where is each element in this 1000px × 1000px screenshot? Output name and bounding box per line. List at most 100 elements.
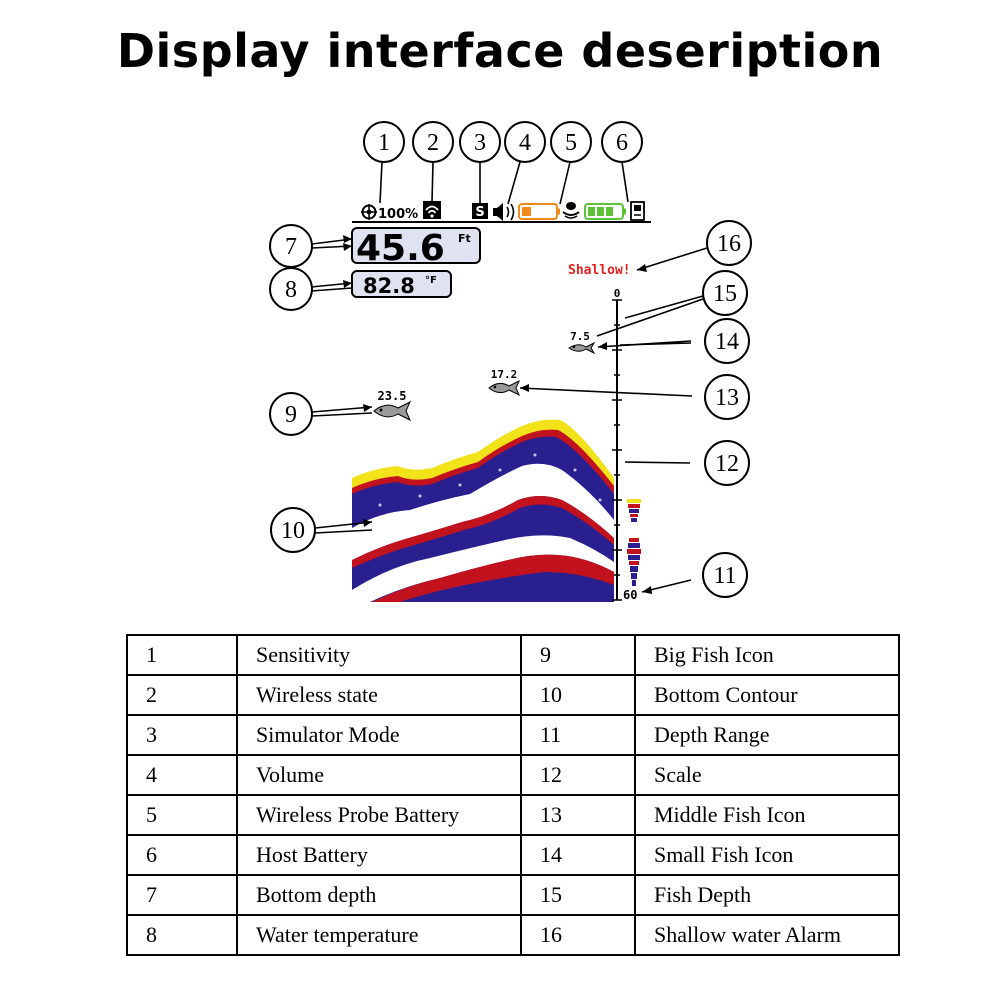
host-battery-icon	[584, 203, 626, 220]
simulator-letter: S	[475, 205, 484, 220]
svg-text:16: 16	[717, 231, 741, 257]
callout-3: 3	[459, 121, 501, 163]
legend-left-label: Wireless state	[236, 674, 522, 716]
legend-left-number: 8	[126, 914, 238, 956]
svg-text:1: 1	[378, 130, 390, 156]
probe-battery-icon	[518, 203, 560, 220]
callout-9: 9	[269, 392, 313, 436]
big-fish-icon: 23.5	[373, 389, 412, 422]
middle-fish-depth: 17.2	[491, 368, 518, 381]
callout-4: 4	[504, 121, 546, 163]
legend-left-number: 2	[126, 674, 238, 716]
svg-text:10: 10	[281, 518, 305, 544]
callout-8: 8	[269, 267, 313, 311]
legend-right-label: Fish Depth	[634, 874, 900, 916]
water-temp-value: 82.8	[363, 274, 415, 298]
shallow-alarm-text: Shallow!	[568, 263, 631, 278]
callout-10: 10	[270, 507, 316, 553]
legend-left-label: Water temperature	[236, 914, 522, 956]
legend-right-label: Middle Fish Icon	[634, 794, 900, 836]
legend-right-label: Big Fish Icon	[634, 634, 900, 676]
status-bar: 100% S	[352, 201, 651, 223]
sensitivity-value: 100%	[378, 207, 418, 222]
legend-left-number: 3	[126, 714, 238, 756]
middle-fish-icon: 17.2	[488, 368, 520, 397]
legend-left-label: Sensitivity	[236, 634, 522, 676]
callout-14: 14	[704, 318, 750, 364]
svg-text:14: 14	[715, 329, 739, 355]
small-fish-depth: 7.5	[570, 330, 590, 343]
legend-right-number: 15	[520, 874, 636, 916]
legend-right-label: Small Fish Icon	[634, 834, 900, 876]
svg-text:4: 4	[519, 130, 531, 156]
svg-text:2: 2	[427, 130, 439, 156]
legend-right-label: Scale	[634, 754, 900, 796]
callout-12: 12	[704, 440, 750, 486]
svg-text:5: 5	[565, 130, 577, 156]
svg-text:6: 6	[616, 130, 628, 156]
flasher-bar	[627, 499, 641, 586]
water-temp-box: 82.8 °F	[351, 270, 452, 298]
legend-right-number: 14	[520, 834, 636, 876]
legend-right-number: 11	[520, 714, 636, 756]
svg-text:12: 12	[715, 451, 739, 477]
legend-left-label: Simulator Mode	[236, 714, 522, 756]
legend-right-number: 9	[520, 634, 636, 676]
legend-left-number: 4	[126, 754, 238, 796]
callout-1: 1	[363, 121, 405, 163]
volume-icon	[493, 203, 515, 221]
depth-unit: Ft	[458, 232, 471, 245]
bottom-depth-value: 45.6	[356, 228, 445, 269]
legend-left-number: 5	[126, 794, 238, 836]
depth-scale: 0 60	[612, 287, 637, 602]
bottom-depth-box: 45.6 Ft	[351, 227, 481, 269]
svg-text:3: 3	[474, 130, 486, 156]
legend-left-label: Volume	[236, 754, 522, 796]
legend-right-number: 12	[520, 754, 636, 796]
wireless-icon	[423, 201, 441, 219]
svg-text:9: 9	[285, 402, 297, 428]
fishfinder-diagram: 100% S	[269, 121, 752, 602]
legend-right-label: Bottom Contour	[634, 674, 900, 716]
callout-circles: 1 2 3 4 5 6 7 8 9 10 11 12 13 14 15 16	[269, 121, 752, 598]
page-title: Display interface deseription	[116, 24, 884, 78]
legend-left-label: Bottom depth	[236, 874, 522, 916]
svg-text:8: 8	[285, 277, 297, 303]
scale-top-label: 0	[614, 287, 621, 300]
svg-text:7: 7	[285, 234, 297, 260]
callout-13: 13	[704, 374, 750, 420]
callout-2: 2	[412, 121, 454, 163]
scale-bottom-label: 60	[623, 588, 637, 602]
host-device-icon	[630, 201, 645, 221]
legend-right-number: 13	[520, 794, 636, 836]
temp-unit: °F	[425, 275, 437, 286]
probe-icon	[562, 202, 580, 219]
callout-6: 6	[601, 121, 643, 163]
small-fish-icon: 7.5	[568, 330, 596, 355]
svg-text:15: 15	[713, 281, 737, 307]
sensitivity-icon	[361, 204, 377, 220]
legend-left-number: 6	[126, 834, 238, 876]
simulator-mode-icon: S	[472, 203, 488, 220]
legend-left-label: Wireless Probe Battery	[236, 794, 522, 836]
callout-7: 7	[269, 224, 313, 268]
legend-right-number: 10	[520, 674, 636, 716]
svg-text:11: 11	[713, 563, 736, 589]
callout-11: 11	[702, 552, 748, 598]
callout-16: 16	[706, 220, 752, 266]
callout-leaders	[310, 161, 708, 593]
callout-5: 5	[550, 121, 592, 163]
legend-right-label: Shallow water Alarm	[634, 914, 900, 956]
callout-15: 15	[702, 270, 748, 316]
legend-left-number: 1	[126, 634, 238, 676]
legend-right-number: 16	[520, 914, 636, 956]
